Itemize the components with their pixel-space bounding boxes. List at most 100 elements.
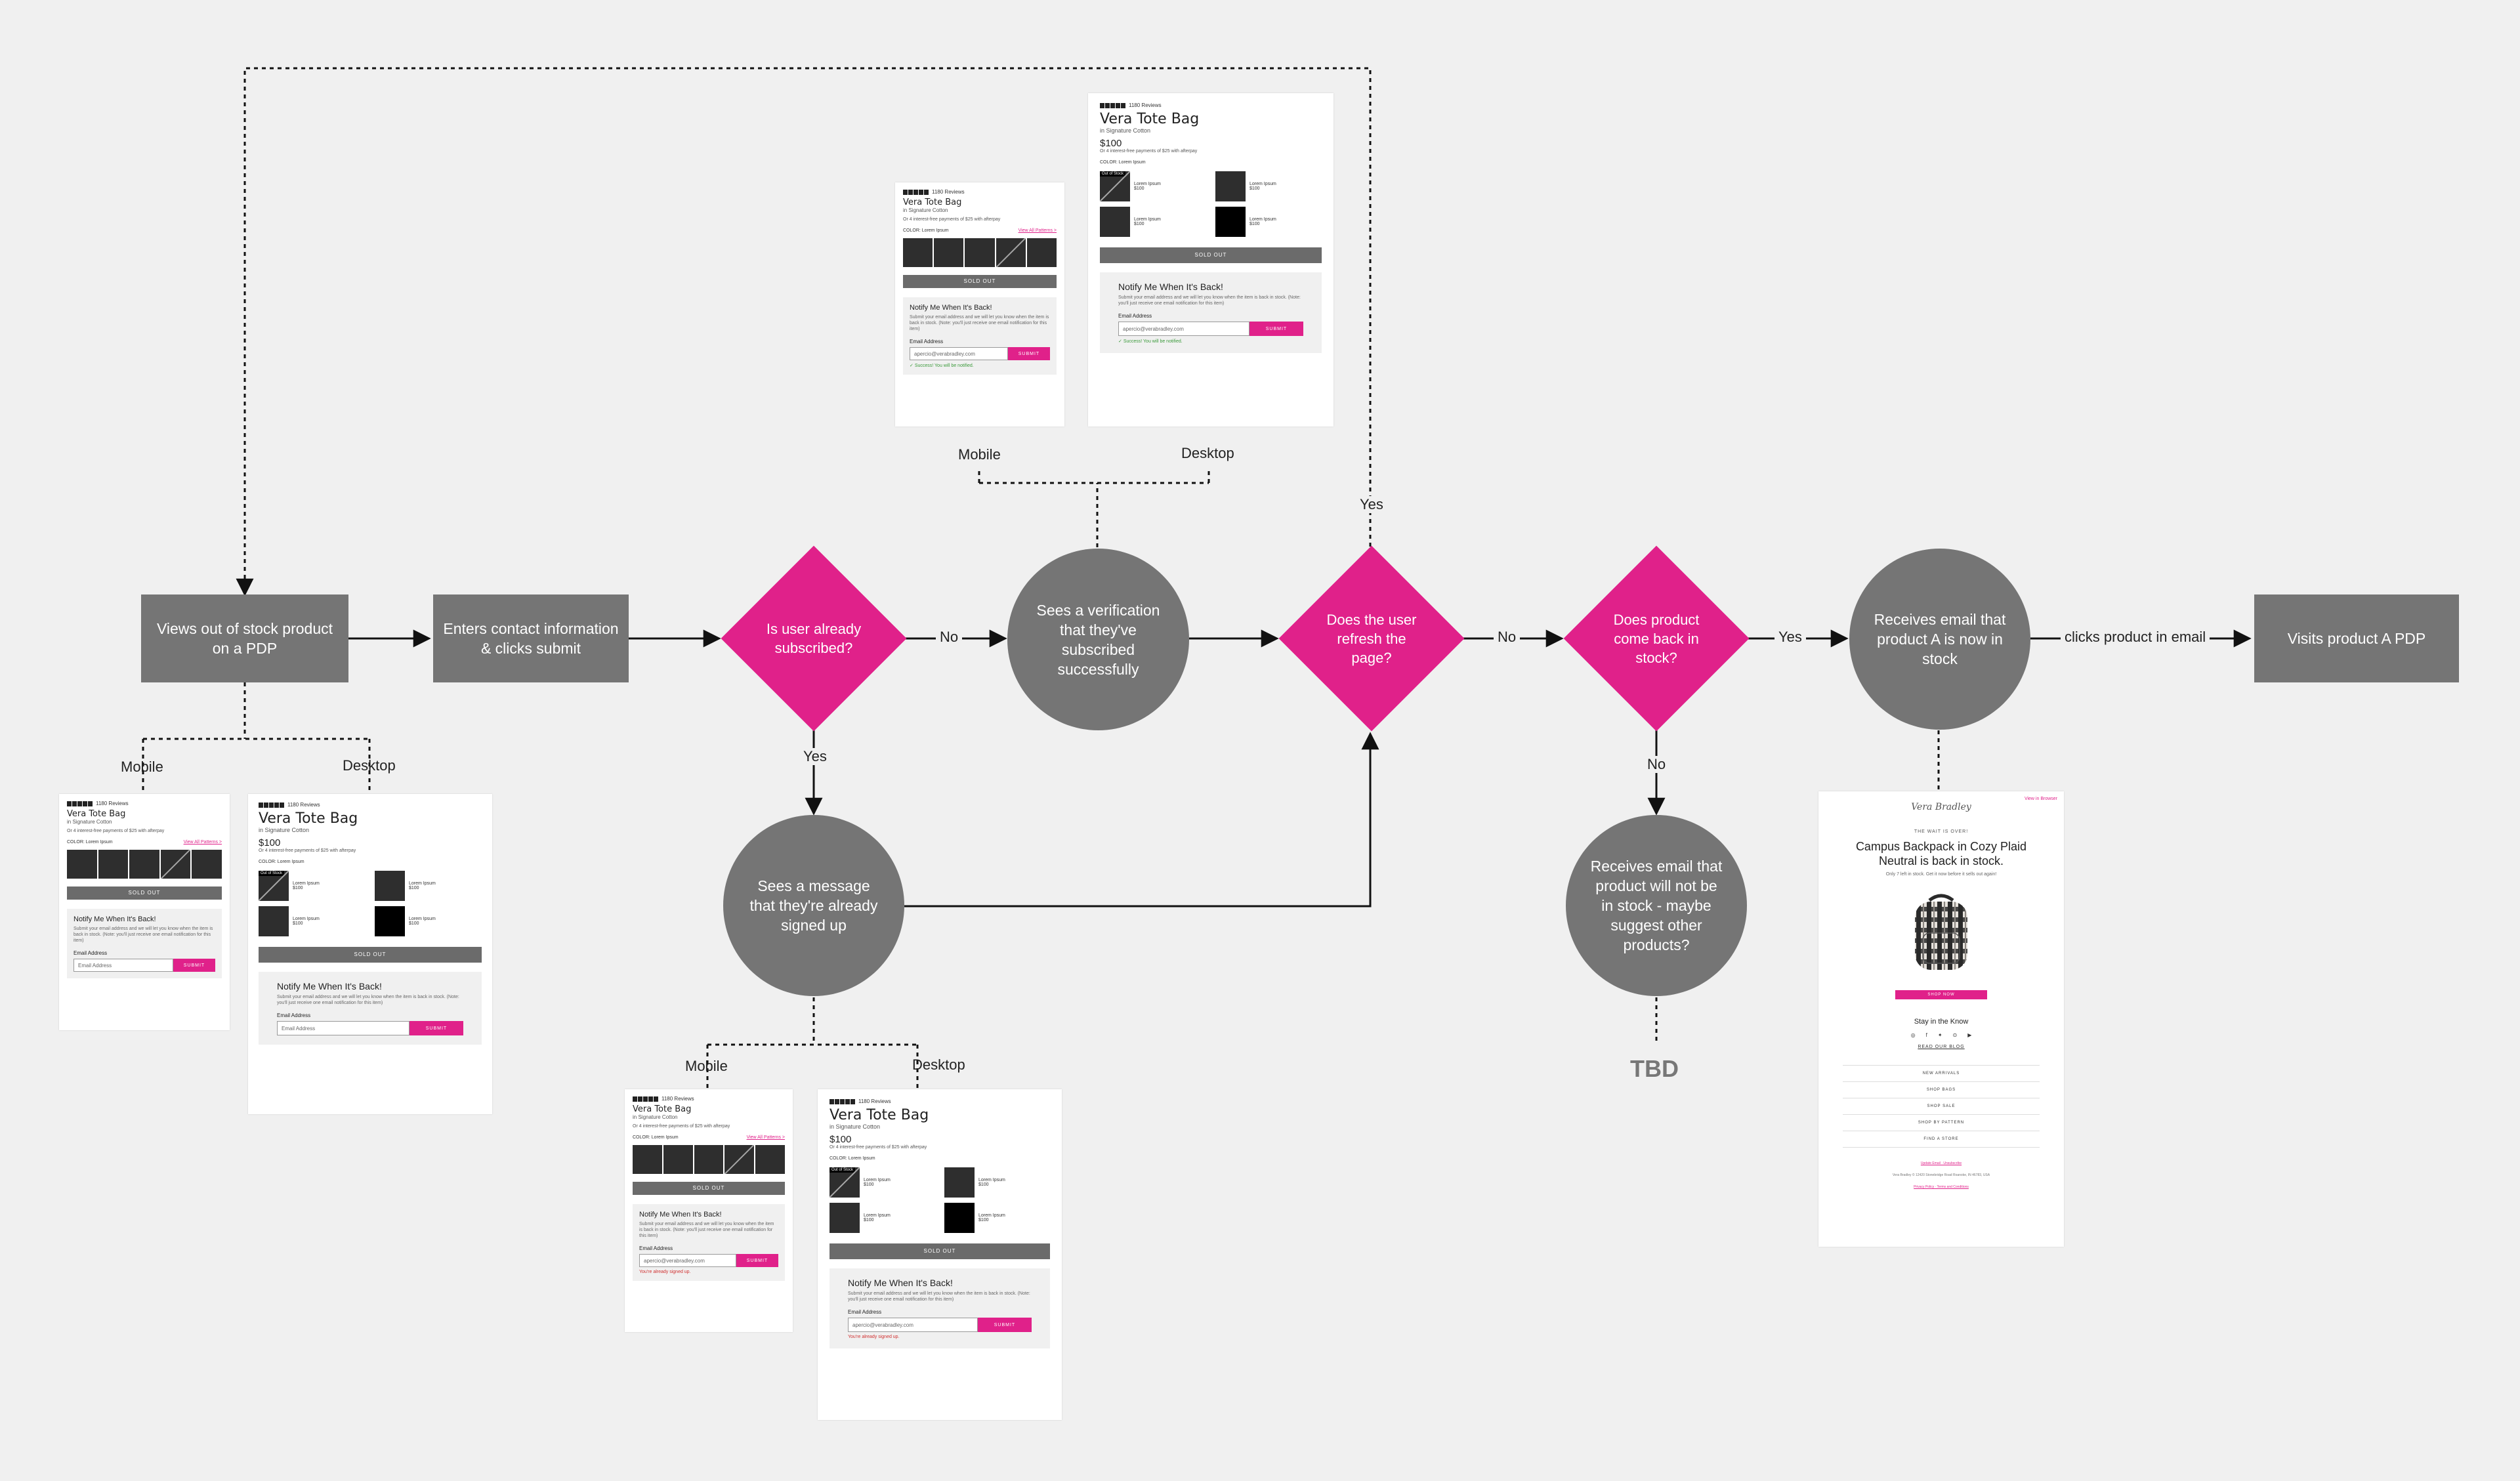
notify-panel: Notify Me When It's Back! Submit your em… — [259, 972, 482, 1045]
installments: Or 4 interest-free payments of $25 with … — [903, 217, 1001, 222]
submit-button[interactable]: SUBMIT — [1250, 322, 1303, 336]
notify-title: Notify Me When It's Back! — [74, 915, 156, 923]
swatch[interactable] — [67, 850, 97, 879]
email-nav-shop-sale[interactable]: SHOP SALE — [1843, 1098, 2040, 1115]
social-icons: ◎ f ✦ ⊙ ▶ — [1818, 1032, 2064, 1038]
email-label: Email Address — [639, 1245, 673, 1251]
product-subtitle: in Signature Cotton — [830, 1123, 881, 1130]
submit-button[interactable]: SUBMIT — [173, 959, 215, 972]
review-row: 1180 Reviews — [633, 1096, 785, 1102]
review-count: 1180 Reviews — [858, 1098, 891, 1104]
device-label-desktop-3: Desktop — [1181, 445, 1234, 461]
email-nav-new-arrivals[interactable]: NEW ARRIVALS — [1843, 1066, 2040, 1082]
decision-back-in-stock: Does product come back in stock? — [1563, 545, 1750, 732]
swatch-out-of-stock[interactable] — [996, 238, 1026, 267]
product-price: $100 — [259, 837, 281, 848]
youtube-icon[interactable]: ▶ — [1967, 1032, 1972, 1038]
email-nav-shop-pattern[interactable]: SHOP BY PATTERN — [1843, 1115, 2040, 1131]
decision-refresh-page-label: Does the user refresh the page? — [1326, 611, 1417, 666]
swatch[interactable] — [98, 850, 129, 879]
edge-refresh-yes-loop — [236, 67, 1372, 596]
rating-stars-icon — [903, 189, 929, 195]
submit-button[interactable]: SUBMIT — [410, 1021, 463, 1035]
swatch[interactable] — [934, 238, 964, 267]
swatch[interactable] — [694, 1145, 724, 1174]
swatch[interactable] — [633, 1145, 662, 1174]
swatch-item[interactable]: Lorem Ipsum$100 — [375, 871, 482, 901]
notify-body: Submit your email address and we will le… — [639, 1222, 774, 1238]
submit-button[interactable]: SUBMIT — [736, 1254, 778, 1267]
swatch-item[interactable]: Lorem Ipsum$100 — [944, 1167, 1050, 1198]
email-input[interactable]: apercio@verabradley.com — [639, 1254, 736, 1267]
swatch-item[interactable]: Lorem Ipsum$100 — [1100, 207, 1206, 237]
device-label-desktop-2: Desktop — [912, 1056, 965, 1073]
email-input[interactable]: apercio@verabradley.com — [848, 1318, 978, 1332]
sold-out-button: SOLD OUT — [259, 947, 482, 963]
notify-panel: Notify Me When It's Back! Submit your em… — [903, 297, 1057, 375]
swatch-item[interactable]: Lorem Ipsum$100 — [944, 1203, 1050, 1233]
view-in-browser-link[interactable]: View in Browser — [2024, 797, 2057, 801]
submit-button[interactable]: SUBMIT — [1008, 347, 1050, 360]
email-input[interactable]: apercio@verabradley.com — [910, 347, 1008, 360]
swatch-item[interactable]: Lorem Ipsum$100 — [259, 906, 366, 936]
footer-links[interactable]: Update Email · Unsubscribe — [1920, 1161, 1962, 1165]
already-signed-message: You're already signed up. — [639, 1270, 691, 1274]
email-label: Email Address — [848, 1309, 882, 1315]
installments: Or 4 interest-free payments of $25 with … — [1100, 149, 1198, 154]
swatch-item[interactable]: Lorem Ipsum$100 — [375, 906, 482, 936]
swatch-row — [903, 238, 1057, 267]
notify-panel: Notify Me When It's Back! Submit your em… — [830, 1268, 1050, 1348]
swatch[interactable] — [663, 1145, 693, 1174]
swatch[interactable] — [903, 238, 933, 267]
edge-label-no-1: No — [936, 629, 963, 646]
brand-logo: Vera Bradley — [1911, 802, 1971, 812]
email-input[interactable]: Email Address — [277, 1021, 410, 1035]
mobile-pdp-card-1: 1180 Reviews Vera Tote Bag in Signature … — [59, 794, 230, 1030]
submit-button[interactable]: SUBMIT — [978, 1318, 1032, 1332]
email-input[interactable]: Email Address — [74, 959, 173, 972]
twitter-icon[interactable]: ✦ — [1937, 1032, 1942, 1038]
swatch-item[interactable]: Lorem Ipsum$100 — [1215, 207, 1322, 237]
read-blog-link[interactable]: READ OUR BLOG — [1918, 1045, 1965, 1049]
tbd-label: TBD — [1630, 1055, 1679, 1082]
view-all-patterns-link[interactable]: View All Patterns > — [746, 1135, 785, 1140]
facebook-icon[interactable]: f — [1925, 1032, 1927, 1038]
rating-stars-icon — [633, 1096, 659, 1102]
sold-out-button: SOLD OUT — [903, 275, 1057, 288]
swatch-item[interactable]: Lorem Ipsum$100 — [830, 1203, 935, 1233]
email-nav-find-store[interactable]: FIND A STORE — [1843, 1131, 2040, 1148]
swatch[interactable] — [192, 850, 222, 879]
decision-is-subscribed: Is user already subscribed? — [721, 545, 907, 732]
product-title: Vera Tote Bag — [1100, 111, 1200, 127]
color-label: COLOR: Lorem Ipsum — [903, 228, 949, 233]
view-all-patterns-link[interactable]: View All Patterns > — [1018, 228, 1057, 233]
notify-title: Notify Me When It's Back! — [277, 981, 382, 991]
view-all-patterns-link[interactable]: View All Patterns > — [183, 840, 222, 845]
installments: Or 4 interest-free payments of $25 with … — [259, 848, 356, 853]
email-input[interactable]: apercio@verabradley.com — [1118, 322, 1250, 336]
shop-now-button[interactable]: SHOP NOW — [1895, 990, 1987, 999]
edge-label-yes-subscribed: Yes — [799, 748, 831, 765]
email-label: Email Address — [910, 339, 944, 344]
review-row: 1180 Reviews — [67, 801, 222, 806]
email-subline: Only 7 left in stock. Get it now before … — [1885, 872, 1997, 877]
swatch[interactable] — [965, 238, 995, 267]
email-nav-shop-bags[interactable]: SHOP BAGS — [1843, 1082, 2040, 1098]
email-label: Email Address — [74, 950, 108, 956]
swatch-out-of-stock[interactable] — [724, 1145, 755, 1174]
swatch-out-of-stock[interactable] — [160, 850, 191, 879]
swatch-item[interactable]: Lorem Ipsum$100 — [1215, 171, 1322, 201]
node-enters-contact: Enters contact information & clicks subm… — [433, 594, 629, 682]
swatch[interactable] — [1026, 238, 1057, 267]
footer-legal-links[interactable]: Privacy Policy · Terms and Conditions — [1914, 1185, 1969, 1189]
instagram-icon[interactable]: ◎ — [1910, 1032, 1916, 1038]
edge-label-yes-stock: Yes — [1774, 629, 1806, 646]
pinterest-icon[interactable]: ⊙ — [1952, 1032, 1958, 1038]
swatch[interactable] — [755, 1145, 785, 1174]
swatch[interactable] — [129, 850, 159, 879]
